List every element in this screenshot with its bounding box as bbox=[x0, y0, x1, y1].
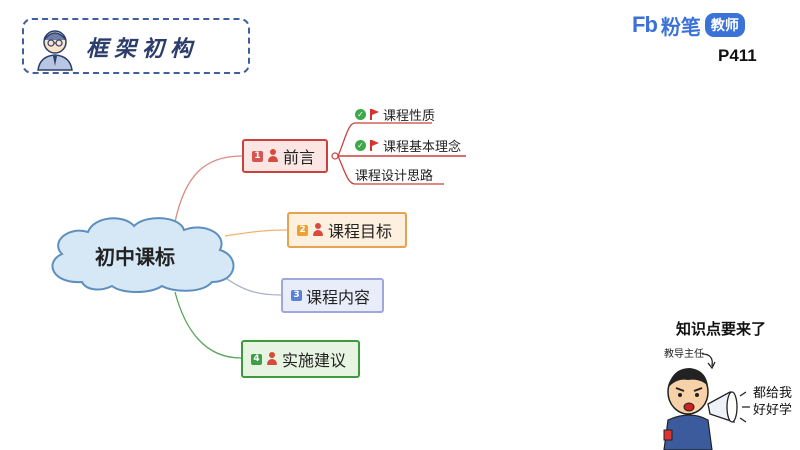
connector-hub bbox=[331, 152, 339, 160]
check-icon: ✓ bbox=[355, 109, 366, 120]
number-badge: 2 bbox=[297, 224, 308, 236]
mindmap-root-label: 初中课标 bbox=[95, 245, 175, 269]
teacher-avatar-icon bbox=[37, 30, 73, 71]
number-badge: 4 bbox=[251, 353, 262, 365]
connector-branch-1 bbox=[174, 155, 243, 223]
mascot-speech-line2: 好好学 bbox=[753, 403, 793, 418]
logo-mark: Fb bbox=[632, 12, 658, 37]
leaf-node-course-nature[interactable]: ✓ 课程性质 bbox=[355, 105, 435, 124]
brand-logo: Fb 粉笔 教师 bbox=[632, 10, 745, 40]
branch-node-suggestions[interactable]: 4 实施建议 bbox=[241, 340, 360, 378]
connector-leaf-1 bbox=[337, 122, 432, 157]
mascot-speech-line1: 都给我 bbox=[753, 386, 793, 401]
branch-label: 前言 bbox=[283, 148, 316, 167]
leaf-node-basic-concepts[interactable]: ✓ 课程基本理念 bbox=[355, 136, 461, 155]
mascot-role-label: 教导主任 bbox=[664, 349, 704, 360]
branch-label: 课程内容 bbox=[306, 287, 371, 307]
connector-branch-4 bbox=[174, 291, 242, 359]
branch-label: 实施建议 bbox=[282, 351, 347, 370]
person-icon bbox=[266, 352, 278, 366]
logo-tag: 教师 bbox=[704, 13, 745, 37]
connector-leaf-3 bbox=[337, 155, 444, 185]
check-icon: ✓ bbox=[355, 140, 366, 151]
section-title-card bbox=[22, 18, 250, 74]
branch-node-goals[interactable]: 2 课程目标 bbox=[287, 212, 407, 248]
leaf-label: 课程基本理念 bbox=[383, 140, 462, 155]
branch-node-preface[interactable]: 1 前言 bbox=[242, 139, 328, 173]
person-icon bbox=[312, 223, 324, 237]
leaf-label: 课程设计思路 bbox=[355, 169, 434, 184]
connector-branch-2 bbox=[224, 229, 288, 237]
flag-icon bbox=[370, 140, 379, 151]
mascot-speech-text: 都给我 好好学 bbox=[753, 385, 793, 419]
number-badge: 1 bbox=[252, 150, 263, 162]
logo-name: 粉笔 bbox=[660, 14, 701, 39]
teacher-megaphone-illustration bbox=[663, 368, 750, 450]
root-cloud-shape bbox=[51, 217, 235, 293]
flag-icon bbox=[370, 109, 379, 120]
mascot-heading: 知识点要来了 bbox=[676, 320, 767, 338]
page-number: P411 bbox=[718, 46, 757, 65]
section-title: 框架初构 bbox=[86, 36, 199, 62]
person-icon bbox=[267, 149, 279, 163]
branch-node-content[interactable]: 3 课程内容 bbox=[281, 278, 384, 313]
curved-arrow-icon bbox=[701, 353, 716, 370]
branch-label: 课程目标 bbox=[328, 222, 393, 241]
leaf-label: 课程性质 bbox=[383, 109, 436, 124]
leaf-node-design-ideas[interactable]: 课程设计思路 bbox=[355, 165, 433, 184]
number-badge: 3 bbox=[291, 290, 302, 301]
